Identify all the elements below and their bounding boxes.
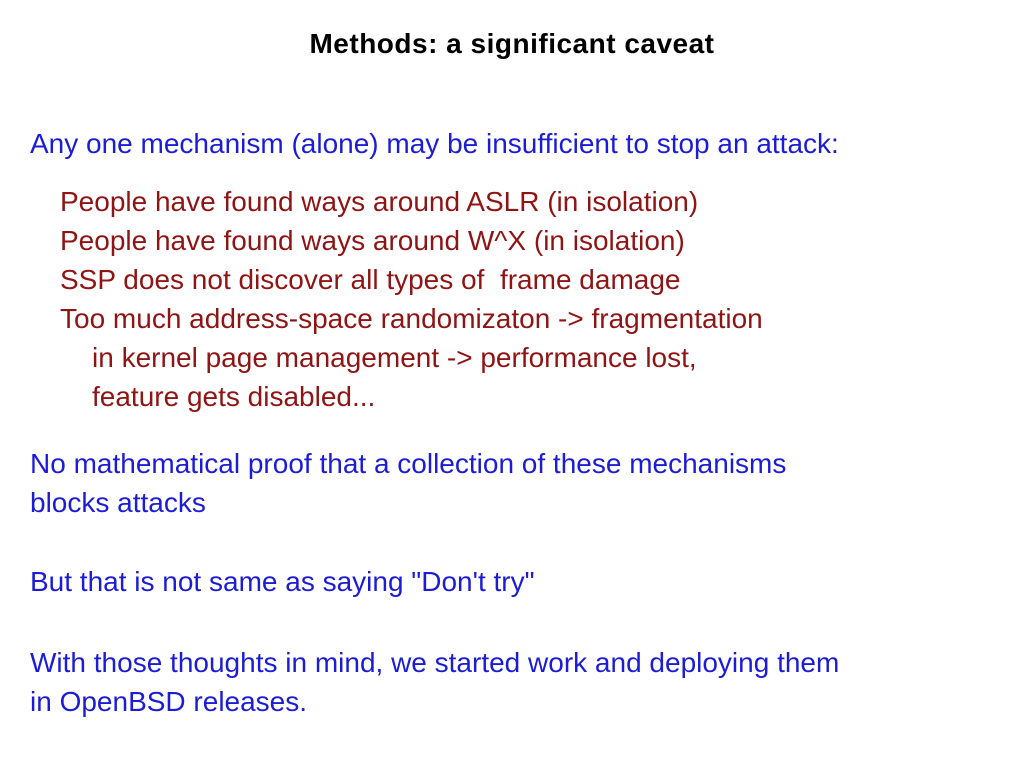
- caveat-list: People have found ways around ASLR (in i…: [0, 182, 1024, 416]
- slide-title: Methods: a significant caveat: [309, 28, 715, 59]
- caveat-item-feature-disabled: feature gets disabled...: [92, 381, 376, 412]
- paragraph-dont-try: But that is not same as saying "Don't tr…: [30, 566, 535, 597]
- caveat-item-randomization: Too much address-space randomizaton -> f…: [60, 303, 763, 334]
- intro-statement: Any one mechanism (alone) may be insuffi…: [30, 128, 839, 159]
- slide-canvas: Methods: a significant caveat Any one me…: [0, 26, 1024, 768]
- paragraph-deploying: With those thoughts in mind, we started …: [30, 647, 840, 717]
- caveat-item-ssp: SSP does not discover all types of frame…: [60, 264, 681, 295]
- paragraph-no-proof: No mathematical proof that a collection …: [30, 448, 787, 518]
- caveat-item-wx: People have found ways around W^X (in is…: [60, 225, 685, 256]
- caveat-item-aslr: People have found ways around ASLR (in i…: [60, 186, 699, 217]
- caveat-item-kernel-page: in kernel page management -> performance…: [92, 342, 697, 373]
